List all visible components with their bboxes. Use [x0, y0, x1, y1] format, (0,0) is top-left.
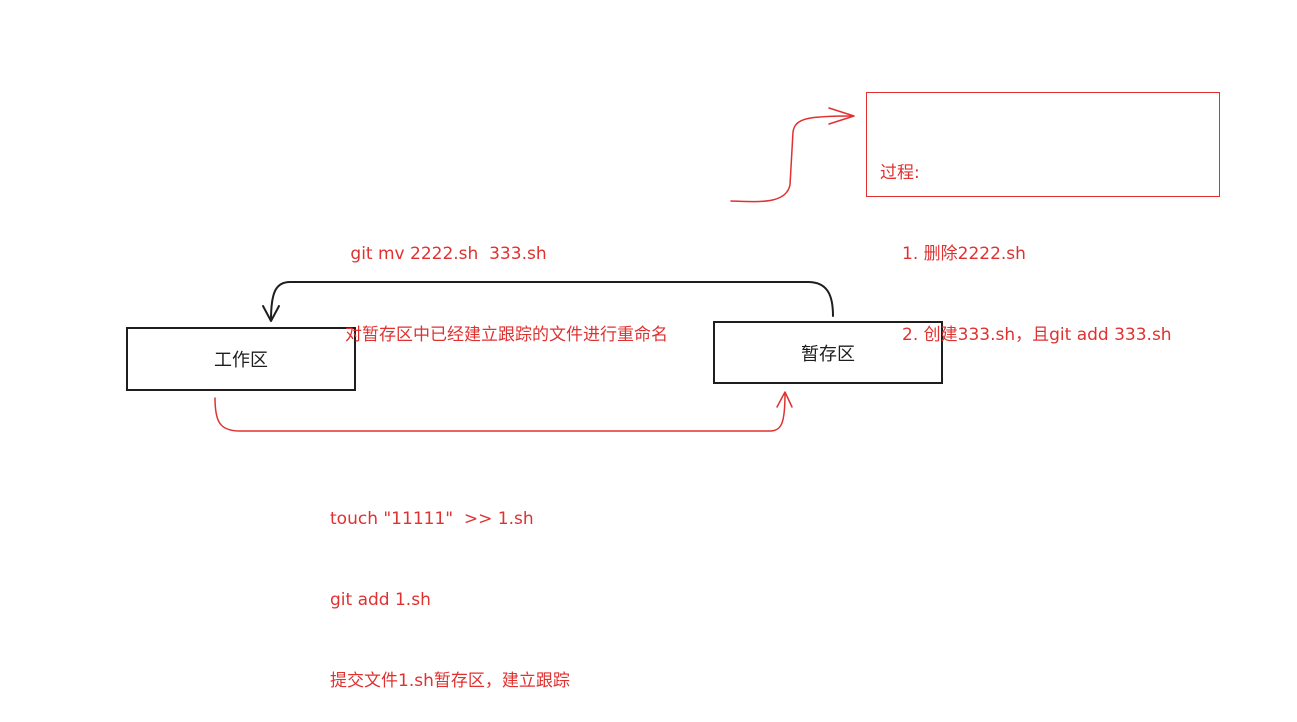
note-arrow — [730, 115, 854, 203]
process-step: 2. 创建333.sh，且git add 333.sh — [902, 325, 1172, 345]
mv-command-annotation: git mv 2222.sh 333.sh 对暂存区中已经建立跟踪的文件进行重命… — [345, 187, 668, 376]
staging-label: 暂存区 — [801, 343, 855, 365]
process-step: 1. 删除2222.sh — [902, 244, 1026, 264]
add-arrow-head — [776, 391, 793, 408]
touch-command-line: touch "11111" >> 1.sh — [330, 509, 534, 529]
staging-node: 暂存区 — [713, 321, 943, 384]
add-description-line: 提交文件1.sh暂存区，建立跟踪 — [330, 671, 570, 691]
workspace-label: 工作区 — [214, 350, 268, 371]
add-arrow — [214, 392, 786, 432]
process-note: 过程: 1. 删除2222.sh 2. 创建333.sh，且git add 33… — [880, 106, 1172, 376]
git-add-command-line: git add 1.sh — [330, 590, 431, 610]
diagram-connectors — [214, 107, 855, 432]
rename-arrow — [270, 281, 834, 321]
note-arrow-head — [828, 107, 855, 125]
add-command-annotation: touch "11111" >> 1.sh git add 1.sh 提交文件1… — [330, 452, 570, 722]
process-note-title: 过程: — [880, 163, 920, 183]
process-note-box — [866, 92, 1220, 197]
rename-arrow-head — [262, 305, 280, 322]
mv-command-line: git mv 2222.sh 333.sh — [345, 244, 547, 264]
workspace-node: 工作区 — [126, 327, 356, 391]
mv-description-line: 对暂存区中已经建立跟踪的文件进行重命名 — [345, 325, 668, 345]
